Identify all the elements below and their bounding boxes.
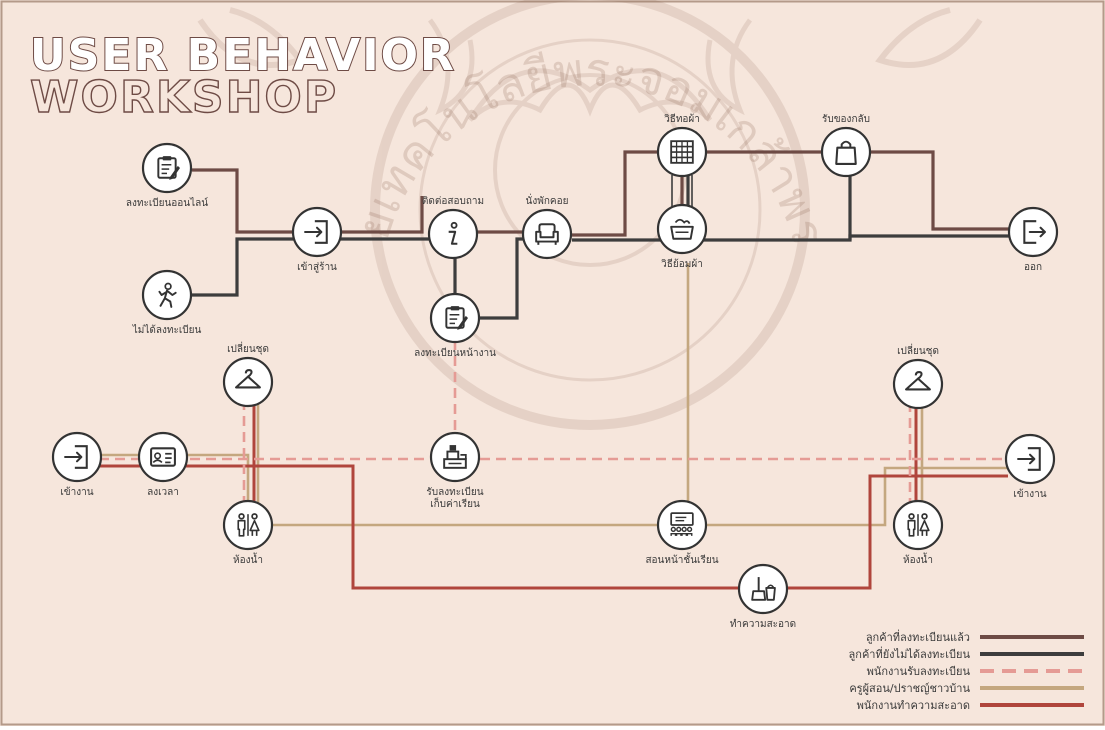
node-label: สอนหน้าชั้นเรียน bbox=[645, 552, 718, 566]
node-weaving: วิธีทอผ้า bbox=[656, 113, 708, 178]
legend-label: ลูกค้าที่ลงทะเบียนแล้ว bbox=[866, 629, 970, 644]
title-line-2: WORKSHOP bbox=[30, 72, 338, 123]
node-label: ห้องน้ำ bbox=[233, 552, 263, 566]
node-label: ทำความสะอาด bbox=[730, 619, 796, 630]
journey-nodes: ลงทะเบียนออนไลน์ไม่ได้ลงทะเบียน เข้าสู่ร้… bbox=[51, 113, 1059, 630]
node-label: รับลงทะเบียนเก็บค่าเรียน bbox=[426, 486, 483, 510]
node-work-in-left: เข้างาน bbox=[51, 431, 103, 498]
node-label: วิธีย้อมผ้า bbox=[661, 258, 703, 270]
node-circle bbox=[137, 431, 189, 483]
legend: ลูกค้าที่ลงทะเบียนแล้วลูกค้าที่ยังไม่ได้… bbox=[849, 629, 1084, 712]
legend-label: พนักงานทำความสะอาด bbox=[857, 699, 970, 712]
node-change-clothes-left: เปลี่ยนชุด bbox=[222, 341, 274, 408]
node-onsite-register: ลงทะเบียนหน้างาน bbox=[414, 292, 496, 359]
node-restroom-left: ห้องน้ำ bbox=[222, 499, 274, 566]
node-dyeing: วิธีย้อมผ้า bbox=[656, 203, 708, 270]
node-cleaning: ทำความสะอาด bbox=[730, 563, 796, 630]
node-label: ลงเวลา bbox=[147, 487, 179, 498]
path-teachers bbox=[83, 263, 1008, 527]
node-not-registered: ไม่ได้ลงทะเบียน bbox=[132, 269, 202, 336]
node-clock-in: ลงเวลา bbox=[137, 431, 189, 498]
node-enter-shop: เข้าสู่ร้าน bbox=[291, 206, 343, 273]
node-teach-class: สอนหน้าชั้นเรียน bbox=[645, 499, 719, 566]
node-online-register: ลงทะเบียนออนไลน์ bbox=[126, 142, 208, 209]
node-circle bbox=[222, 356, 274, 408]
node-circle bbox=[429, 431, 481, 483]
node-circle bbox=[429, 292, 481, 344]
node-label: วิธีทอผ้า bbox=[664, 113, 700, 125]
node-change-clothes-right: เปลี่ยนชุด bbox=[892, 343, 944, 410]
node-label: นั่งพักคอย bbox=[526, 193, 569, 207]
node-label: เข้างาน bbox=[60, 486, 93, 498]
node-info: ติดต่อสอบถาม bbox=[422, 196, 484, 260]
node-souvenir: รับของกลับ bbox=[820, 114, 872, 178]
node-circle bbox=[737, 563, 789, 615]
node-label: ห้องน้ำ bbox=[903, 552, 933, 566]
node-work-in-right: เข้างาน bbox=[1004, 433, 1056, 500]
legend-item: ครูผู้สอน/ปราชญ์ชาวบ้าน bbox=[849, 682, 1084, 695]
node-label: ออก bbox=[1024, 262, 1042, 273]
node-circle bbox=[141, 269, 193, 321]
node-label: เข้าสู่ร้าน bbox=[297, 261, 337, 273]
node-label: ไม่ได้ลงทะเบียน bbox=[132, 324, 202, 336]
legend-label: ครูผู้สอน/ปราชญ์ชาวบ้าน bbox=[849, 682, 970, 695]
node-circle bbox=[427, 208, 479, 260]
legend-item: ลูกค้าที่ยังไม่ได้ลงทะเบียน bbox=[849, 646, 1084, 661]
node-restroom-right: ห้องน้ำ bbox=[892, 499, 944, 566]
node-circle bbox=[820, 126, 872, 178]
legend-label: พนักงานรับลงทะเบียน bbox=[867, 665, 971, 678]
node-rest: นั่งพักคอย bbox=[521, 193, 573, 260]
node-label: ลงทะเบียนออนไลน์ bbox=[126, 197, 208, 209]
node-register-fee: รับลงทะเบียนเก็บค่าเรียน bbox=[426, 431, 484, 510]
node-label: เข้างาน bbox=[1013, 488, 1046, 500]
legend-item: ลูกค้าที่ลงทะเบียนแล้ว bbox=[866, 629, 1084, 644]
path-cleaning bbox=[83, 400, 1008, 590]
watermark-seal bbox=[197, 0, 983, 430]
title-line-1: USER BEHAVIOR bbox=[30, 30, 456, 81]
node-label: ติดต่อสอบถาม bbox=[422, 196, 484, 207]
node-circle bbox=[141, 142, 193, 194]
path-reception-staff bbox=[83, 340, 1008, 505]
node-circle bbox=[656, 203, 708, 255]
node-label: เปลี่ยนชุด bbox=[897, 343, 939, 357]
node-label: ลงทะเบียนหน้างาน bbox=[414, 347, 496, 359]
legend-label: ลูกค้าที่ยังไม่ได้ลงทะเบียน bbox=[849, 646, 971, 661]
node-circle bbox=[892, 358, 944, 410]
node-circle bbox=[521, 208, 573, 260]
node-label: เปลี่ยนชุด bbox=[227, 341, 269, 355]
legend-item: พนักงานทำความสะอาด bbox=[857, 699, 1084, 712]
node-label: รับของกลับ bbox=[822, 114, 870, 125]
legend-item: พนักงานรับลงทะเบียน bbox=[867, 665, 1084, 678]
node-exit-top: ออก bbox=[1007, 206, 1059, 273]
